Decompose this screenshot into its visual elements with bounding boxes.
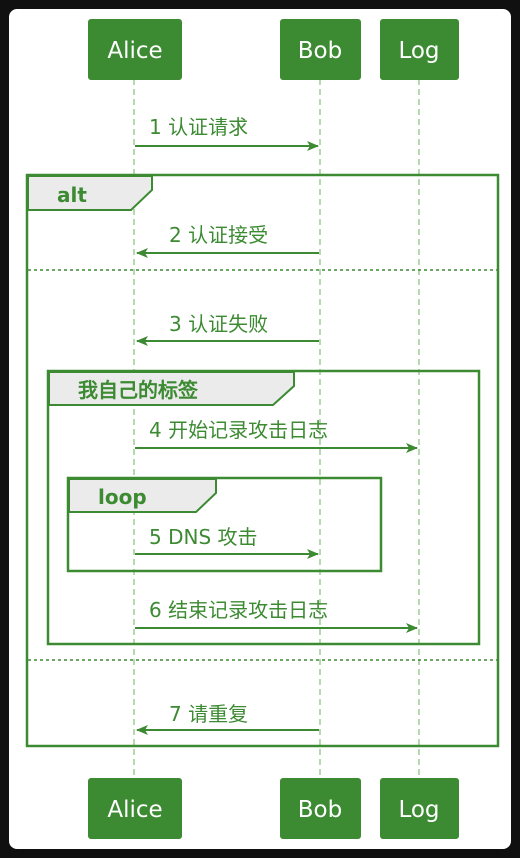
message-7: 7 请重复 (136, 702, 319, 735)
group-tab (48, 371, 295, 406)
participant-alice-top[interactable]: Alice (88, 19, 182, 80)
alt-tab (27, 175, 153, 211)
participant-label: Alice (107, 38, 162, 64)
alt-label: alt (57, 183, 87, 207)
participant-label: Log (398, 797, 439, 823)
message-label: 1 认证请求 (149, 115, 248, 139)
message-label: 7 请重复 (169, 702, 248, 726)
participant-label: Log (398, 38, 439, 64)
participant-label: Alice (107, 797, 162, 823)
message-3: 3 认证失败 (136, 312, 319, 346)
message-1: 1 认证请求 (135, 115, 319, 151)
message-2: 2 认证接受 (136, 223, 319, 258)
loop-tab (68, 478, 217, 513)
message-label: 6 结束记录攻击日志 (149, 598, 328, 622)
participant-log-top[interactable]: Log (380, 19, 459, 80)
message-label: 5 DNS 攻击 (149, 525, 258, 549)
participant-bob-bottom[interactable]: Bob (280, 778, 361, 839)
participant-alice-bottom[interactable]: Alice (88, 778, 182, 839)
participant-bob-top[interactable]: Bob (280, 19, 361, 80)
alt-fragment: alt (25, 173, 500, 748)
loop-fragment: loop (66, 476, 383, 573)
participant-log-bottom[interactable]: Log (380, 778, 459, 839)
group-label: 我自己的标签 (78, 378, 199, 402)
message-label: 3 认证失败 (169, 312, 268, 336)
loop-frame (66, 476, 383, 573)
message-label: 4 开始记录攻击日志 (149, 418, 328, 442)
sequence-diagram: Alice Bob Log 1 认证请求 alt 2 认证接受 3 认证失败 我… (25, 19, 500, 839)
message-label: 2 认证接受 (169, 223, 268, 247)
participant-label: Bob (298, 797, 342, 823)
message-4: 4 开始记录攻击日志 (135, 418, 418, 453)
group-fragment: 我自己的标签 (46, 369, 481, 646)
sequence-diagram-canvas: Alice Bob Log 1 认证请求 alt 2 认证接受 3 认证失败 我… (9, 9, 511, 849)
message-5: 5 DNS 攻击 (135, 525, 319, 559)
participant-label: Bob (298, 38, 342, 64)
message-6: 6 结束记录攻击日志 (135, 598, 418, 633)
loop-label: loop (98, 485, 147, 509)
alt-frame (25, 173, 500, 748)
